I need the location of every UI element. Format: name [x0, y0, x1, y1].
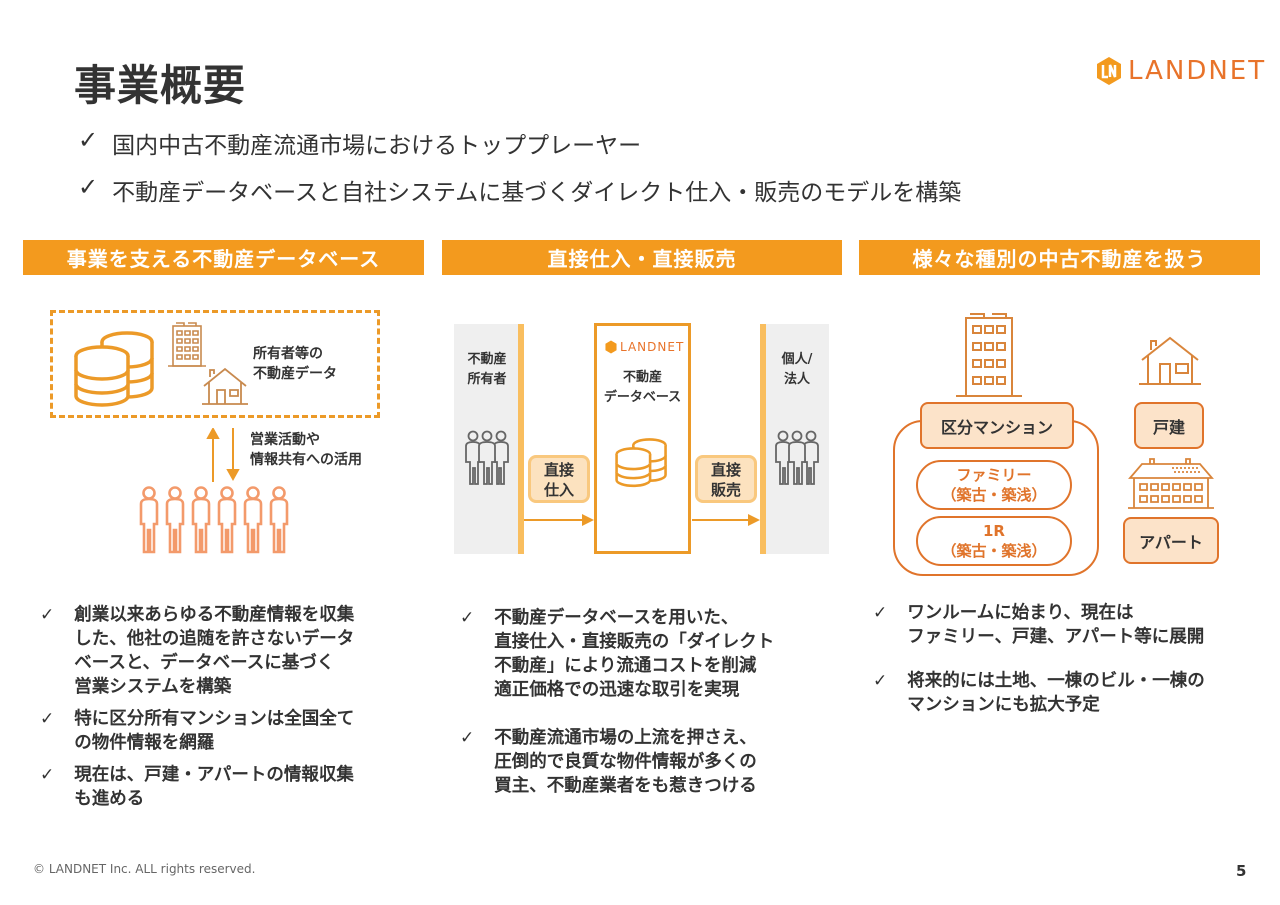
highlight-item: ✓ 不動産データベースと自社システムに基づくダイレクト仕入・販売のモデルを構築	[78, 173, 961, 207]
page-number: 5	[1236, 862, 1247, 880]
types-bullets: ✓ワンルームに始まり、現在はファミリー、戸建、アパート等に展開 ✓将来的には土地…	[873, 601, 1205, 725]
sales-arrow-icon	[692, 514, 760, 526]
mansion-building-icon	[956, 313, 1022, 397]
check-icon: ✓	[873, 603, 888, 623]
center-database-label: 不動産データベース	[603, 370, 682, 405]
direct-bullets: ✓不動産データベースを用いた、直接仕入・直接販売の「ダイレクト不動産」により流通…	[460, 606, 774, 806]
one-room-type-pill: 1R（築古・築浅）	[916, 516, 1072, 566]
divider	[518, 324, 524, 554]
logo-text: LANDNET	[1128, 56, 1267, 86]
check-icon: ✓	[78, 126, 99, 154]
landnet-logo-icon	[1097, 57, 1121, 85]
mansion-label: 区分マンション	[920, 402, 1074, 449]
landnet-database-box	[594, 323, 691, 554]
direct-purchase-badge: 直接仕入	[528, 455, 590, 503]
bullet-item: ✓ワンルームに始まり、現在はファミリー、戸建、アパート等に展開	[873, 603, 1205, 647]
owner-data-label: 所有者等の不動産データ	[253, 346, 337, 382]
section-header-direct: 直接仕入・直接販売	[442, 240, 842, 275]
check-icon: ✓	[460, 608, 475, 628]
sales-staff-people-icon	[139, 486, 289, 554]
usage-label: 営業活動や情報共有への活用	[250, 432, 362, 468]
database-box	[50, 310, 380, 418]
house-icon	[1139, 336, 1201, 385]
purchase-arrow-icon	[524, 514, 594, 526]
check-icon: ✓	[40, 605, 55, 625]
direct-sales-badge: 直接販売	[695, 455, 757, 503]
bullet-item: ✓不動産流通市場の上流を押さえ、圧倒的で良質な物件情報が多くの買主、不動産業者を…	[460, 728, 757, 796]
copyright: © LANDNET Inc. ALL rights reserved.	[33, 862, 256, 876]
center-logo: LANDNET	[605, 340, 684, 354]
database-icon	[74, 331, 154, 407]
landnet-logo-icon	[605, 340, 617, 354]
building-icon	[168, 322, 206, 367]
bullet-item: ✓不動産データベースを用いた、直接仕入・直接販売の「ダイレクト不動産」により流通…	[460, 608, 775, 700]
section-header-database: 事業を支える不動産データベース	[23, 240, 424, 275]
highlight-text: 国内中古不動産流通市場におけるトッププレーヤー	[112, 133, 642, 159]
bullet-item: ✓現在は、戸建・アパートの情報収集も進める	[40, 765, 354, 809]
check-icon: ✓	[40, 765, 55, 785]
bullet-item: ✓特に区分所有マンションは全国全ての物件情報を網羅	[40, 709, 355, 753]
highlight-text: 不動産データベースと自社システムに基づくダイレクト仕入・販売のモデルを構築	[112, 180, 962, 206]
buyers-group-icon	[775, 430, 819, 485]
family-type-pill: ファミリー（築古・築浅）	[916, 460, 1072, 510]
landnet-logo: LANDNET	[1096, 56, 1266, 86]
owners-group-icon	[465, 430, 509, 485]
bullet-item: ✓将来的には土地、一棟のビル・一棟のマンションにも拡大予定	[873, 671, 1205, 715]
database-icon	[615, 438, 667, 488]
apartment-icon	[1128, 458, 1214, 509]
check-icon: ✓	[78, 173, 99, 201]
buyer-label: 個人/法人	[781, 352, 813, 387]
check-icon: ✓	[460, 728, 475, 748]
highlight-item: ✓ 国内中古不動産流通市場におけるトッププレーヤー	[78, 126, 641, 160]
section-header-types: 様々な種別の中古不動産を扱う	[859, 240, 1260, 275]
database-bullets: ✓創業以来あらゆる不動産情報を収集した、他社の追随を許さないデータベースと、デー…	[40, 603, 354, 819]
bidirectional-arrows-icon	[206, 428, 240, 482]
check-icon: ✓	[40, 709, 55, 729]
bullet-item: ✓創業以来あらゆる不動産情報を収集した、他社の追随を許さないデータベースと、デー…	[40, 605, 355, 697]
divider	[760, 324, 766, 554]
page-title: 事業概要	[74, 61, 247, 110]
owner-label: 不動産所有者	[467, 352, 507, 387]
apartment-label: アパート	[1123, 517, 1219, 564]
house-label: 戸建	[1134, 402, 1204, 449]
house-icon	[202, 367, 248, 405]
check-icon: ✓	[873, 671, 888, 691]
